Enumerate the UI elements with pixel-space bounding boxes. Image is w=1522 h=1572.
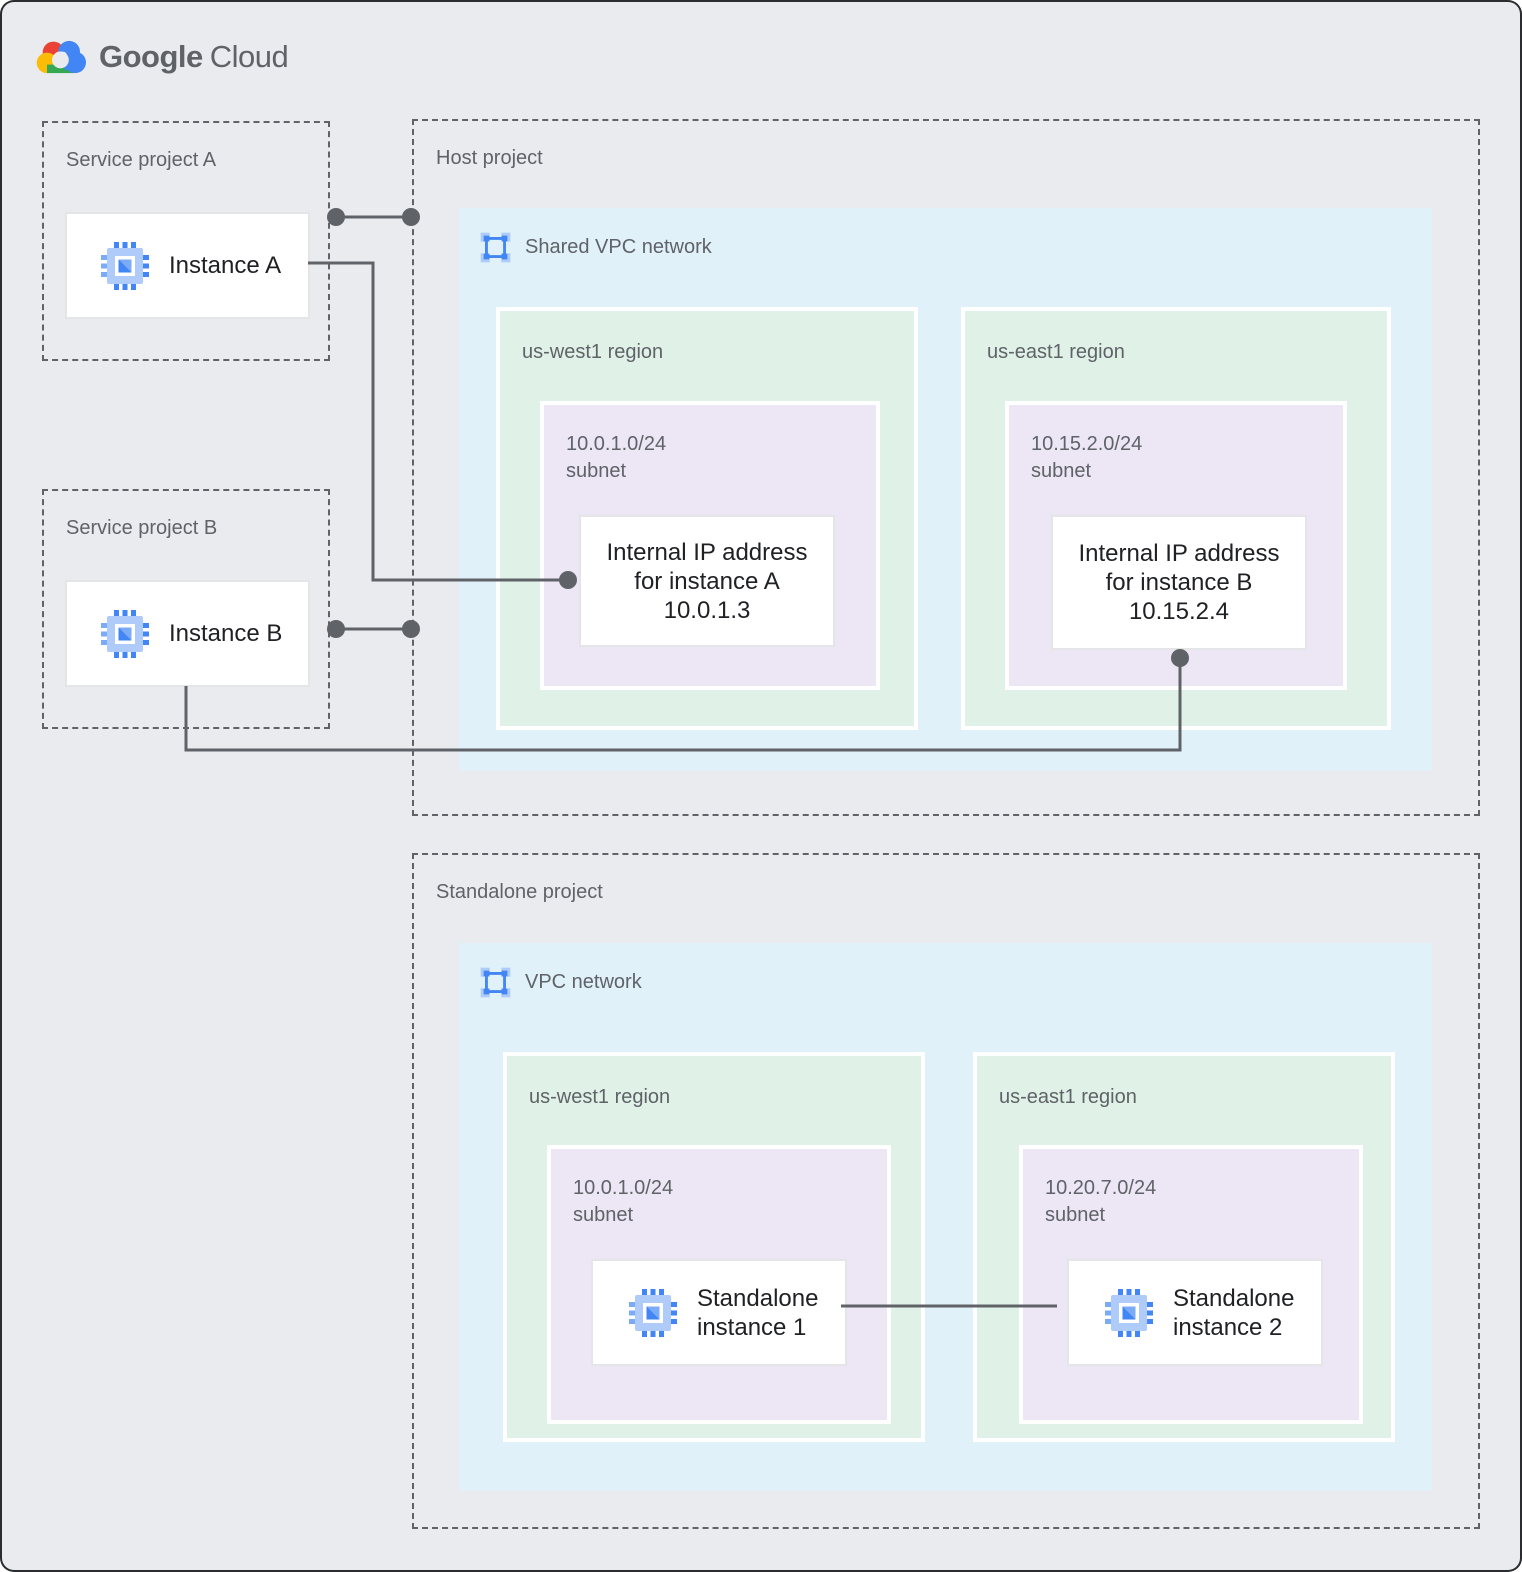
internal-ip-b-line3: 10.15.2.4 — [1128, 598, 1230, 625]
logo-product: Cloud — [209, 39, 289, 74]
internal-ip-a-line3: 10.0.1.3 — [663, 596, 751, 624]
host-us-west1-region-label: us-west1 region — [522, 341, 664, 363]
compute-instance-icon — [101, 609, 149, 658]
shared-vpc-network-box: Shared VPC network us-west1 region 10.0.… — [459, 208, 1432, 771]
service-project-b-box: Service project B Instance B — [42, 489, 330, 729]
standalone-instance-1-line1: Standalone — [697, 1284, 819, 1312]
standalone-instance-2-label: Standalone instance 2 — [1173, 1284, 1294, 1342]
compute-instance-icon — [629, 1288, 677, 1337]
standalone-instance-1-label: Standalone instance 1 — [697, 1284, 818, 1342]
standalone-subnet-1-label: 10.0.1.0/24 subnet — [573, 1175, 673, 1229]
host-subnet-b-box: 10.15.2.0/24 subnet Internal IP address … — [1005, 401, 1347, 690]
standalone-project-label: Standalone project — [436, 881, 603, 903]
instance-b-label: Instance B — [169, 619, 283, 647]
host-us-east1-region-label: us-east1 region — [987, 341, 1125, 363]
host-subnet-a-box: 10.0.1.0/24 subnet Internal IP address f… — [540, 401, 880, 690]
vpc-network-box: VPC network us-west1 region 10.0.1.0/24 … — [459, 943, 1432, 1491]
standalone-instance-2-card: Standalone instance 2 — [1067, 1259, 1323, 1366]
internal-ip-a-line2: for instance A — [634, 567, 780, 595]
instance-a-card: Instance A — [65, 212, 310, 319]
compute-instance-icon — [1105, 1288, 1153, 1337]
internal-ip-a-line1: Internal IP address — [606, 538, 808, 566]
instance-b-card: Instance B — [65, 580, 310, 687]
vpc-network-icon — [480, 967, 511, 998]
standalone-instance-2-line1: Standalone — [1173, 1284, 1295, 1312]
standalone-instance-1-line2: instance 1 — [697, 1313, 807, 1341]
standalone-us-west1-region-label: us-west1 region — [529, 1086, 671, 1108]
internal-ip-a-card: Internal IP address for instance A 10.0.… — [579, 515, 835, 647]
host-us-east1-region-box: us-east1 region 10.15.2.0/24 subnet Inte… — [961, 307, 1391, 730]
vpc-network-label: VPC network — [525, 971, 642, 993]
google-cloud-icon — [36, 40, 86, 74]
standalone-subnet-1-cidr: 10.0.1.0/24 — [573, 1177, 674, 1199]
host-subnet-a-word: subnet — [566, 460, 627, 482]
internal-ip-b-line2: for instance B — [1105, 569, 1253, 596]
host-subnet-a-cidr: 10.0.1.0/24 — [566, 433, 667, 455]
standalone-project-box: Standalone project VPC network us-west1 … — [412, 853, 1480, 1529]
shared-vpc-network-label: Shared VPC network — [525, 236, 712, 258]
shared-vpc-header: Shared VPC network — [480, 232, 712, 263]
service-project-a-label: Service project A — [66, 149, 217, 171]
vpc-network-icon — [480, 232, 511, 263]
standalone-subnet-1-box: 10.0.1.0/24 subnet Standalone instance 1 — [547, 1145, 891, 1424]
host-subnet-b-label: 10.15.2.0/24 subnet — [1031, 431, 1142, 485]
standalone-instance-1-card: Standalone instance 1 — [591, 1259, 847, 1366]
standalone-us-east1-region-box: us-east1 region 10.20.7.0/24 subnet Stan… — [973, 1052, 1395, 1442]
standalone-subnet-2-cidr: 10.20.7.0/24 — [1045, 1177, 1157, 1199]
internal-ip-b-line1: Internal IP address — [1078, 540, 1280, 567]
instance-a-label: Instance A — [169, 251, 282, 279]
service-project-b-label: Service project B — [66, 517, 218, 539]
logo-brand: Google — [99, 39, 203, 74]
host-project-box: Host project Shared VPC network us-west1… — [412, 119, 1480, 816]
standalone-us-west1-region-box: us-west1 region 10.0.1.0/24 subnet Stand… — [503, 1052, 925, 1442]
compute-instance-icon — [101, 241, 149, 290]
vpc-header: VPC network — [480, 967, 642, 998]
host-subnet-b-word: subnet — [1031, 460, 1092, 482]
host-subnet-b-cidr: 10.15.2.0/24 — [1031, 433, 1143, 455]
standalone-us-east1-region-label: us-east1 region — [999, 1086, 1137, 1108]
host-project-label: Host project — [436, 147, 543, 169]
standalone-subnet-2-box: 10.20.7.0/24 subnet Standalone instance … — [1019, 1145, 1363, 1424]
internal-ip-b-card: Internal IP address for instance B 10.15… — [1051, 515, 1307, 650]
host-us-west1-region-box: us-west1 region 10.0.1.0/24 subnet Inter… — [496, 307, 918, 730]
service-project-a-box: Service project A Instance A — [42, 121, 330, 361]
standalone-subnet-1-word: subnet — [573, 1204, 634, 1226]
standalone-subnet-2-word: subnet — [1045, 1204, 1106, 1226]
standalone-instance-2-line2: instance 2 — [1173, 1313, 1283, 1341]
standalone-subnet-2-label: 10.20.7.0/24 subnet — [1045, 1175, 1156, 1229]
host-subnet-a-label: 10.0.1.0/24 subnet — [566, 431, 666, 485]
